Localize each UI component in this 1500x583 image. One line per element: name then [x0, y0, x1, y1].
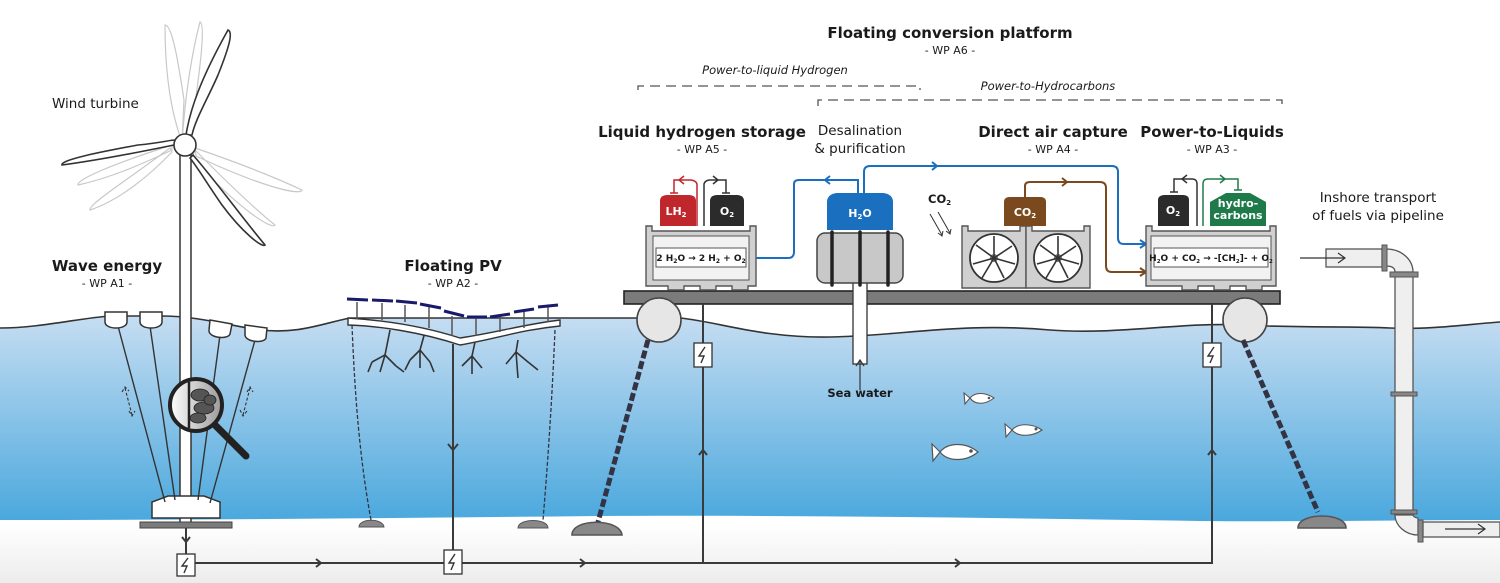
lightning-bolt-icon	[693, 342, 713, 368]
mussels-detail	[189, 388, 217, 424]
direct-air-capture-unit: CO2	[928, 177, 1148, 289]
group-label-ptl-hydrocarbons: Power-to-Hydrocarbons	[981, 79, 1116, 93]
turbine-base-plate	[139, 521, 233, 529]
sea-water-body	[0, 316, 1500, 522]
mooring-chain	[1240, 339, 1321, 513]
ptl-wp: - WP A3 -	[1187, 143, 1237, 156]
turbine-blade-3	[188, 153, 267, 247]
wave-buoy	[244, 324, 268, 343]
magnifying-glass-icon	[168, 377, 250, 460]
lightning-bolt-icon	[176, 553, 196, 577]
wave-buoy	[104, 311, 128, 329]
buoy-motion-arrow	[239, 385, 254, 418]
wave-buoy	[208, 319, 233, 339]
sea-water-label: Sea water	[827, 386, 893, 400]
wave-buoy	[139, 311, 163, 329]
dac-wp: - WP A4 -	[1028, 143, 1078, 156]
dac-title: Direct air capture	[978, 123, 1128, 141]
air-co2-label: CO2	[928, 192, 951, 207]
electrolyzer-unit: 2 H2O → 2 H2 + O2 LH2 O2	[645, 175, 757, 291]
platform-float-right	[1222, 297, 1268, 343]
o2-tank	[710, 195, 744, 226]
mooring-anchor	[571, 521, 623, 536]
platform-float-left	[636, 297, 682, 343]
power-to-liquids-unit: H2O + CO2 → -[CH2]- + O2 O2 hydro- carbo…	[1145, 174, 1277, 291]
group-label-ptl-hydrogen: Power-to-liquid Hydrogen	[702, 63, 848, 77]
platform-deck	[623, 290, 1281, 305]
mooring-anchor	[517, 520, 549, 529]
wave-energy-wp: - WP A1 -	[82, 277, 132, 290]
co2-supply-line	[1024, 181, 1148, 273]
pv-solar-panels	[346, 297, 559, 319]
platform-title: Floating conversion platform	[827, 24, 1072, 42]
floating-pv	[346, 297, 561, 550]
fish-icon	[1004, 422, 1043, 439]
co2-tank-label: CO2	[1014, 206, 1036, 220]
electrolysis-equation-box	[655, 247, 747, 268]
lightning-bolt-icon	[443, 549, 463, 575]
mooring-chain	[595, 339, 651, 523]
wind-turbine	[61, 21, 303, 529]
mooring-chain	[351, 324, 556, 521]
turbine-blade-2	[61, 139, 176, 166]
lightning-bolt-icon	[1202, 342, 1222, 368]
wind-turbine-label: Wind turbine	[52, 96, 139, 112]
o2-tank	[1158, 195, 1189, 226]
floating-pv-wp: - WP A2 -	[428, 277, 478, 290]
co2-inflow-arrows	[929, 211, 952, 237]
pv-panel-posts	[356, 302, 549, 336]
hydrocarbons-label-line2: carbons	[1213, 209, 1263, 222]
wave-energy-title: Wave energy	[52, 257, 162, 275]
h2o-tank	[827, 193, 893, 230]
fish-icon	[931, 442, 979, 463]
lh2-storage-title: Liquid hydrogen storage	[598, 123, 806, 141]
desalination-line2: & purification	[814, 141, 905, 157]
floating-platform: Sea water	[571, 281, 1347, 536]
ptl-title: Power-to-Liquids	[1140, 123, 1284, 141]
desalination-unit: H2O	[816, 193, 904, 287]
wave-energy-array	[104, 311, 268, 504]
seabed	[0, 525, 1500, 583]
fan-icon	[1033, 233, 1083, 283]
turbine-hub	[173, 133, 197, 157]
hydrocarbons-label-line1: hydro-	[1218, 197, 1258, 210]
inshore-pipeline	[1300, 244, 1500, 543]
lh2-tank	[660, 195, 696, 226]
o2-tank-label: O2	[1166, 204, 1180, 218]
turbine-blade-1	[185, 28, 232, 136]
platform-wp: - WP A6 -	[925, 44, 975, 57]
electrolysis-equation: 2 H2O → 2 H2 + O2	[656, 254, 745, 265]
ptl-equation: H2O + CO2 → -[CH2]- + O2	[1149, 254, 1273, 265]
ptl-equation-box	[1153, 247, 1269, 268]
group-bracket-ptl-hydrocarbons	[817, 99, 1283, 106]
buoy-motion-arrow	[121, 386, 136, 418]
desalination-line1: Desalination	[818, 123, 902, 139]
pipeline-line2: of fuels via pipeline	[1312, 208, 1444, 224]
pv-floating-raft	[347, 317, 561, 346]
dac-module	[961, 225, 1091, 289]
lh2-storage-wp: - WP A5 -	[677, 143, 727, 156]
co2-tank	[1004, 197, 1046, 226]
hydrocarbons-tank	[1210, 193, 1266, 226]
group-bracket-ptl-hydrogen	[637, 85, 921, 90]
turbine-tower	[179, 154, 192, 526]
flow-arrow-in	[1300, 252, 1347, 264]
fish-icon	[963, 391, 995, 406]
h2o-tank-label: H2O	[848, 207, 871, 221]
fan-icon	[969, 233, 1019, 283]
sea-water-intake-pipe	[852, 281, 868, 365]
mooring-anchor	[1297, 515, 1347, 529]
flow-arrow-out	[1445, 523, 1487, 535]
o2-tank-label: O2	[720, 205, 734, 219]
lh2-tank-label: LH2	[665, 205, 686, 219]
seaweed-growth	[367, 329, 539, 379]
pipeline-line1: Inshore transport	[1320, 190, 1437, 206]
floating-pv-title: Floating PV	[404, 257, 502, 275]
turbine-foundation	[151, 495, 221, 519]
mooring-anchor	[358, 519, 385, 528]
